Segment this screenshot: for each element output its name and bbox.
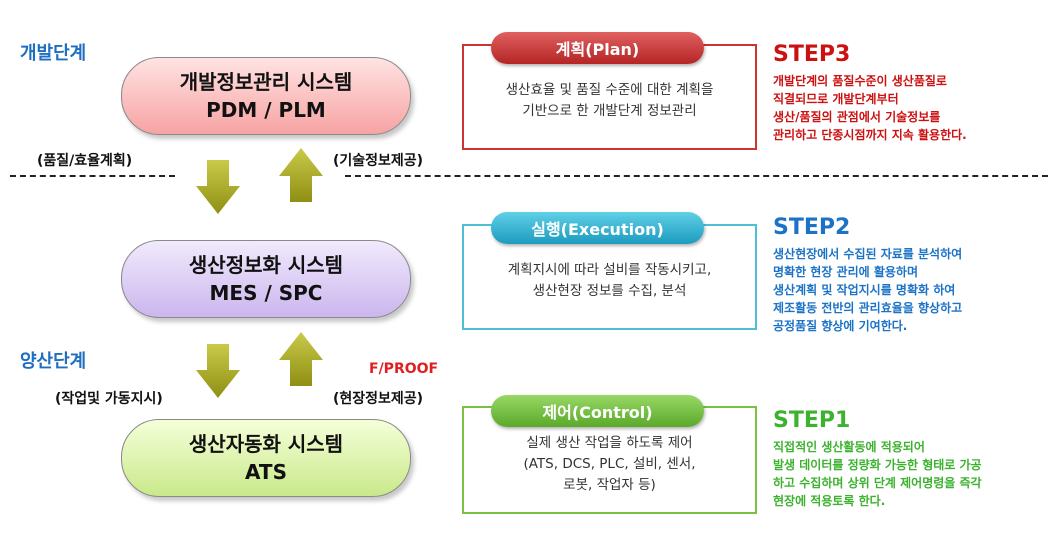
flow-label-tech-info: (기술정보제공): [333, 153, 424, 169]
fproof-label: F/PROOF: [369, 361, 439, 377]
phase-execution-desc-line: 계획지시에 따라 설비를 작동시키고,: [507, 262, 712, 278]
system-mes-box: 생산정보화 시스템 MES / SPC: [121, 240, 411, 318]
stage-label-production: 양산단계: [20, 351, 87, 372]
step1-line: 발생 데이터를 정량화 가능한 형태로 가공: [773, 458, 982, 472]
phase-plan-desc-line: 기반으로 한 개발단계 정보관리: [522, 103, 697, 119]
flow-label-field-info: (현장정보제공): [333, 391, 424, 407]
step1-line: 하고 수집하며 상위 단계 제어명령을 즉각: [773, 476, 982, 490]
phase-execution-label: 실행(Execution): [491, 212, 704, 244]
step2-line: 명확한 현장 관리에 활용하며: [773, 265, 919, 279]
step3-line: 관리하고 단종시점까지 지속 활용한다.: [773, 128, 967, 142]
system-ats-box: 생산자동화 시스템 ATS: [121, 419, 411, 497]
system-ats-name: 생산자동화 시스템: [188, 432, 344, 456]
phase-plan-desc-line: 생산효율 및 품질 수준에 대한 계획을: [505, 82, 714, 98]
step1-description: 직접적인 생산활동에 적용되어 발생 데이터를 정량화 가능한 형태로 가공 하…: [773, 438, 982, 510]
step1-line: 현장에 적용토록 한다.: [773, 494, 886, 508]
system-ats-code: ATS: [245, 460, 287, 484]
flow-label-quality-plan: (품질/효율계획): [37, 153, 133, 169]
stage-label-development: 개발단계: [20, 43, 87, 64]
step3-line: 직결되므로 개발단계부터: [773, 92, 899, 106]
step3-line: 생산/품질의 관점에서 기술정보를: [773, 110, 941, 124]
arrow-down-icon: [196, 160, 240, 214]
arrow-down-icon: [196, 344, 240, 398]
system-plm-box: 개발정보관리 시스템 PDM / PLM: [121, 57, 411, 135]
stage-divider-right: [345, 175, 1048, 177]
step2-title: STEP2: [773, 215, 851, 240]
step2-line: 제조활동 전반의 관리효율을 향상하고: [773, 301, 963, 315]
phase-execution-desc-line: 생산현장 정보를 수집, 분석: [532, 283, 687, 299]
step2-line: 생산계획 및 작업지시를 명확화 하여: [773, 283, 956, 297]
system-mes-name: 생산정보화 시스템: [188, 253, 344, 277]
stage-divider-left: [10, 175, 175, 177]
step1-title: STEP1: [773, 408, 851, 433]
phase-control-desc-line: (ATS, DCS, PLC, 설비, 센서,: [523, 455, 696, 472]
step1-line: 직접적인 생산활동에 적용되어: [773, 440, 925, 454]
step3-description: 개발단계의 품질수준이 생산품질로 직결되므로 개발단계부터 생산/품질의 관점…: [773, 72, 967, 144]
arrow-up-icon: [279, 332, 323, 386]
step2-line: 공정품질 향상에 기여한다.: [773, 319, 908, 333]
system-mes-code: MES / SPC: [209, 281, 323, 305]
step2-description: 생산현장에서 수집된 자료를 분석하여 명확한 현장 관리에 활용하며 생산계획…: [773, 245, 962, 335]
flow-label-work-instruction: (작업및 가동지시): [55, 391, 163, 407]
system-plm-name: 개발정보관리 시스템: [179, 70, 353, 94]
phase-control-desc-line: 로봇, 작업자 등): [563, 476, 656, 493]
step2-line: 생산현장에서 수집된 자료를 분석하여: [773, 247, 963, 261]
arrow-up-icon: [279, 148, 323, 202]
step3-title: STEP3: [773, 42, 851, 67]
step3-line: 개발단계의 품질수준이 생산품질로: [773, 74, 947, 88]
phase-control-desc-line: 실제 생산 작업을 하도록 제어: [526, 434, 693, 451]
phase-control-label: 제어(Control): [491, 395, 704, 427]
phase-plan-label: 계획(Plan): [491, 32, 704, 64]
system-plm-code: PDM / PLM: [206, 98, 326, 122]
